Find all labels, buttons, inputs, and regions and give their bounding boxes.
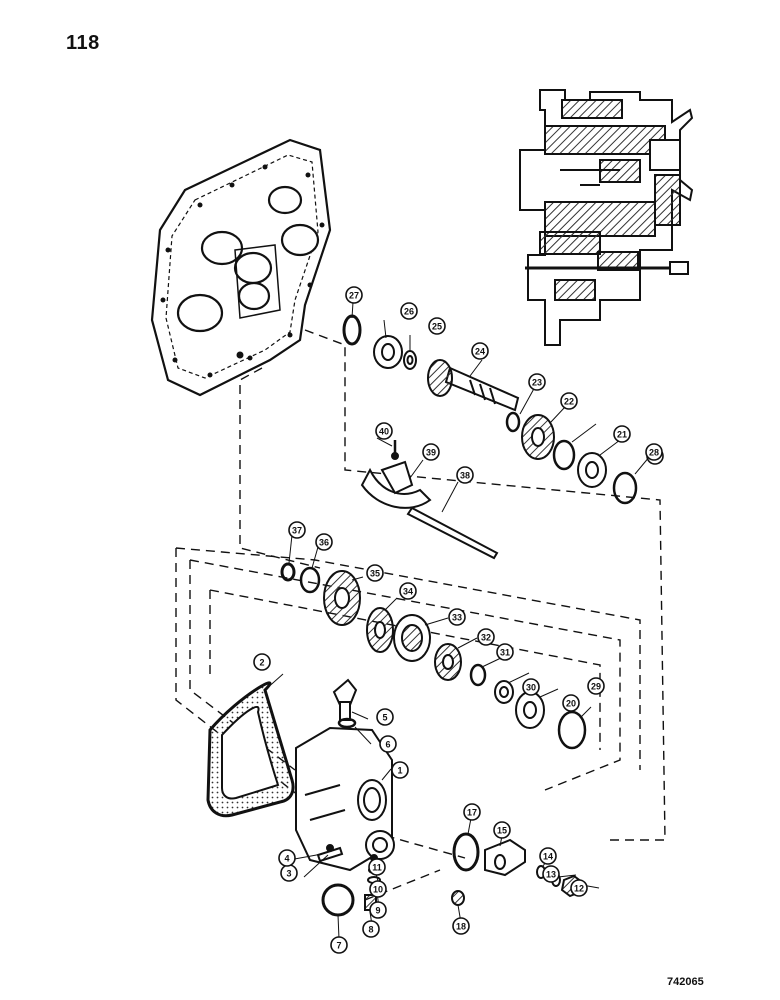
callout-circle-21 bbox=[613, 425, 631, 443]
callout-circle-7 bbox=[330, 936, 348, 954]
callout-circle-38 bbox=[456, 466, 474, 484]
upper-shaft-group bbox=[342, 314, 638, 505]
mounting-plate bbox=[150, 138, 332, 397]
callout-circle-15 bbox=[493, 821, 511, 839]
callout-circle-28 bbox=[645, 443, 663, 461]
callout-circle-26 bbox=[400, 302, 418, 320]
callout-circle-25 bbox=[428, 317, 446, 335]
callout-circle-10 bbox=[369, 880, 387, 898]
callout-number-4: 4 bbox=[284, 854, 289, 864]
callout-number-30: 30 bbox=[526, 683, 536, 693]
callout-circle-13 bbox=[542, 865, 560, 883]
callout-circle-20 bbox=[562, 694, 580, 712]
callout-number-7: 7 bbox=[336, 941, 341, 951]
callout-circle-29 bbox=[587, 677, 605, 695]
callout-number-2: 2 bbox=[259, 658, 264, 668]
callout-circle-24 bbox=[471, 342, 489, 360]
callout-number-18: 18 bbox=[456, 922, 466, 932]
callout-number-22: 22 bbox=[564, 397, 574, 407]
callout-number-38: 38 bbox=[460, 471, 470, 481]
page-number: 118 bbox=[66, 32, 100, 54]
callout-number-29: 29 bbox=[591, 682, 601, 692]
callout-number-11: 11 bbox=[372, 863, 382, 873]
callout-number-3: 3 bbox=[286, 869, 291, 879]
callout-number-34: 34 bbox=[403, 587, 413, 597]
callout-number-15: 15 bbox=[497, 826, 507, 836]
callout-number-20: 20 bbox=[566, 699, 576, 709]
callout-circle-2 bbox=[253, 653, 271, 671]
callout-circle-40 bbox=[375, 422, 393, 440]
callout-circle-14 bbox=[539, 847, 557, 865]
callout-circle-31 bbox=[496, 643, 514, 661]
callout-number-14: 14 bbox=[543, 852, 553, 862]
figure-code: 742065 bbox=[667, 976, 704, 988]
cross-section-view bbox=[519, 89, 694, 346]
callout-circle-33 bbox=[448, 608, 466, 626]
callout-circle-23 bbox=[528, 373, 546, 391]
callout-circle-4 bbox=[278, 849, 296, 867]
callout-circle-9 bbox=[369, 901, 387, 919]
callout-number-32: 32 bbox=[481, 633, 491, 643]
callout-number-40: 40 bbox=[379, 427, 389, 437]
callout-number-33: 33 bbox=[452, 613, 462, 623]
callout-circle-18 bbox=[452, 917, 470, 935]
assembly-guide-lines bbox=[175, 329, 666, 901]
callout-number-23: 23 bbox=[532, 378, 542, 388]
callout-circles: 1234567891011121314151718202021222324252… bbox=[253, 286, 664, 954]
callout-number-12: 12 bbox=[574, 884, 584, 894]
callout-circle-30 bbox=[522, 678, 540, 696]
callout-circle-17 bbox=[463, 803, 481, 821]
callout-number-8: 8 bbox=[368, 925, 373, 935]
callout-number-17: 17 bbox=[467, 808, 477, 818]
callout-circle-36 bbox=[315, 533, 333, 551]
callout-circle-5 bbox=[376, 708, 394, 726]
callout-circle-39 bbox=[422, 443, 440, 461]
callout-number-35: 35 bbox=[370, 569, 380, 579]
middle-gear-group bbox=[280, 562, 587, 750]
callout-number-10: 10 bbox=[373, 885, 383, 895]
callout-number-9: 9 bbox=[375, 906, 380, 916]
callout-circle-12 bbox=[570, 879, 588, 897]
callout-number-21: 21 bbox=[617, 430, 627, 440]
callout-number-27: 27 bbox=[349, 291, 359, 301]
callout-number-25: 25 bbox=[432, 322, 442, 332]
callout-number-28: 28 bbox=[649, 448, 659, 458]
callout-circle-32 bbox=[477, 628, 495, 646]
callout-number-39: 39 bbox=[426, 448, 436, 458]
callout-circle-1 bbox=[391, 761, 409, 779]
callout-number-36: 36 bbox=[319, 538, 329, 548]
callout-circle-8 bbox=[362, 920, 380, 938]
shift-fork-group bbox=[360, 440, 499, 560]
callout-number-24: 24 bbox=[475, 347, 485, 357]
callout-circle-35 bbox=[366, 564, 384, 582]
callout-circle-22 bbox=[560, 392, 578, 410]
callout-number-6: 6 bbox=[385, 740, 390, 750]
callout-number-26: 26 bbox=[404, 307, 414, 317]
callout-circle-11 bbox=[368, 858, 386, 876]
callout-number-5: 5 bbox=[382, 713, 387, 723]
callout-circle-34 bbox=[399, 582, 417, 600]
callout-circle-27 bbox=[345, 286, 363, 304]
callout-number-37: 37 bbox=[292, 526, 302, 536]
callout-number-31: 31 bbox=[500, 648, 510, 658]
callout-circle-37 bbox=[288, 521, 306, 539]
callout-number-13: 13 bbox=[546, 870, 556, 880]
callout-circle-6 bbox=[379, 735, 397, 753]
callout-number-1: 1 bbox=[397, 766, 402, 776]
